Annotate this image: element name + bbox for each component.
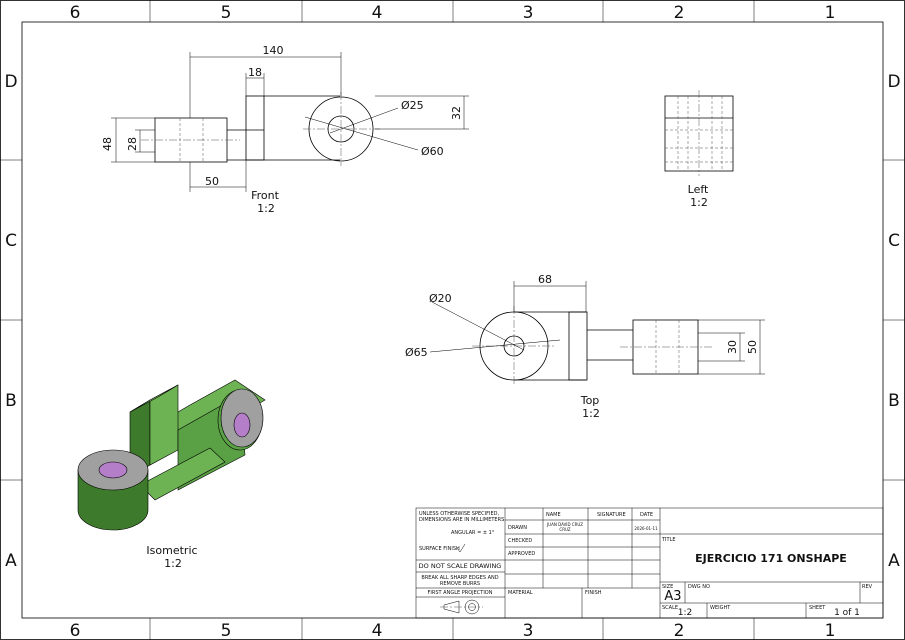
zone-col-1-bottom: 1 — [825, 621, 836, 640]
tb-dwg-no-label: DWG NO — [688, 584, 710, 590]
top-view-scale: 1:2 — [582, 407, 600, 420]
zone-col-2-top: 2 — [674, 3, 685, 23]
tb-header-date: DATE — [640, 512, 653, 518]
zone-row-c-left: C — [5, 231, 17, 251]
tb-do-not-scale: DO NOT SCALE DRAWING — [419, 562, 502, 570]
tb-row-approved: APPROVED — [508, 551, 535, 557]
tb-row-drawn: DRAWN — [508, 525, 527, 531]
front-view: 140 18 50 48 28 32 Ø25 Ø60 Front 1:2 — [101, 44, 469, 215]
iso-left-hole — [98, 461, 128, 479]
zone-col-2-bottom: 2 — [674, 621, 685, 640]
tb-scale: 1:2 — [678, 608, 692, 618]
iso-view-scale: 1:2 — [164, 557, 182, 570]
tb-material: MATERIAL — [508, 590, 533, 596]
tb-header-signature: SIGNATURE — [597, 512, 626, 518]
zone-col-3-bottom: 3 — [523, 621, 534, 640]
zone-row-a-left: A — [5, 551, 17, 571]
tb-finish: FINISH — [585, 590, 602, 596]
tb-title-label: TITLE — [661, 537, 676, 543]
zone-col-4-bottom: 4 — [372, 621, 383, 640]
iso-shelf-top — [139, 447, 226, 501]
title-block: UNLESS OTHERWISE SPECIFIED, DIMENSIONS A… — [415, 507, 884, 619]
tb-surface-finish: SURFACE FINISH — [419, 546, 460, 552]
zone-col-3-top: 3 — [523, 3, 534, 23]
front-view-label: Front — [251, 189, 280, 202]
dim-front-18: 18 — [248, 66, 262, 79]
zone-row-b-left: B — [5, 391, 17, 411]
iso-block-top — [129, 384, 179, 413]
tb-rev-label: REV — [862, 584, 873, 590]
dim-front-32: 32 — [450, 106, 463, 120]
left-view-scale: 1:2 — [690, 196, 708, 209]
dim-front-48: 48 — [101, 137, 114, 151]
zone-col-1-top: 1 — [825, 3, 836, 23]
dim-front-28: 28 — [126, 137, 139, 151]
zone-row-d-right: D — [887, 72, 900, 92]
dim-top-50: 50 — [746, 340, 759, 354]
left-view: Left 1:2 — [664, 90, 734, 209]
iso-block-face — [149, 384, 179, 466]
dim-front-dia60: Ø60 — [421, 145, 444, 158]
zone-row-c-right: C — [888, 231, 900, 251]
tb-size-label: SIZE — [662, 584, 673, 590]
top-view-label: Top — [580, 394, 600, 407]
first-angle-projection-icon — [440, 599, 483, 615]
tb-drawn-by-1: JUAN DAVID CRUZ — [546, 522, 583, 527]
tb-projection: FIRST ANGLE PROJECTION — [428, 590, 493, 596]
zone-row-b-right: B — [888, 391, 900, 411]
tb-size: A3 — [664, 589, 681, 604]
tb-scale-label: SCALE — [662, 605, 678, 611]
zone-col-6-bottom: 6 — [70, 621, 81, 640]
tb-burrs-1: BREAK ALL SHARP EDGES AND — [421, 575, 498, 581]
tb-weight-label: WEIGHT — [710, 605, 731, 611]
tb-note-line2: DIMENSIONS ARE IN MILLIMETERS — [419, 517, 504, 523]
left-view-label: Left — [688, 183, 709, 196]
zone-col-4-top: 4 — [372, 3, 383, 23]
tb-sheet-label: SHEET — [809, 605, 826, 611]
isometric-view: Isometric 1:2 — [77, 379, 266, 570]
dim-top-dia20: Ø20 — [429, 292, 452, 305]
front-view-scale: 1:2 — [257, 202, 275, 215]
tb-note-angular: ANGULAR = ± 1° — [451, 530, 495, 536]
top-view: 68 Ø20 Ø65 30 50 Top 1:2 — [405, 273, 765, 420]
zone-col-6-top: 6 — [70, 3, 81, 23]
zone-labels: 6 5 4 3 2 1 6 5 4 3 2 1 D C B A D C B A — [4, 3, 900, 640]
tb-sheet: 1 of 1 — [834, 608, 860, 618]
tb-header-name: NAME — [546, 512, 561, 518]
zone-row-d-left: D — [4, 72, 17, 92]
dim-top-68: 68 — [538, 273, 552, 286]
tb-drawn-by-2: CRUZ — [559, 527, 570, 532]
tb-row-checked: CHECKED — [508, 538, 532, 544]
dim-top-dia65: Ø65 — [405, 346, 428, 359]
surface-finish-icon — [456, 543, 466, 553]
tb-burrs-2: REMOVE BURRS — [440, 581, 480, 587]
tb-note-line1: UNLESS OTHERWISE SPECIFIED, — [419, 511, 499, 517]
dim-front-140: 140 — [263, 44, 284, 57]
dim-top-30: 30 — [726, 340, 739, 354]
iso-view-label: Isometric — [146, 544, 197, 557]
iso-right-hole — [233, 412, 251, 438]
tb-title: EJERCICIO 171 ONSHAPE — [695, 552, 847, 565]
dim-front-dia25: Ø25 — [401, 99, 424, 112]
zone-col-5-top: 5 — [221, 3, 232, 23]
zone-col-5-bottom: 5 — [221, 621, 232, 640]
dim-front-50: 50 — [205, 175, 219, 188]
zone-row-a-right: A — [888, 551, 900, 571]
tb-drawn-date: 2026-01-11 — [634, 526, 658, 531]
